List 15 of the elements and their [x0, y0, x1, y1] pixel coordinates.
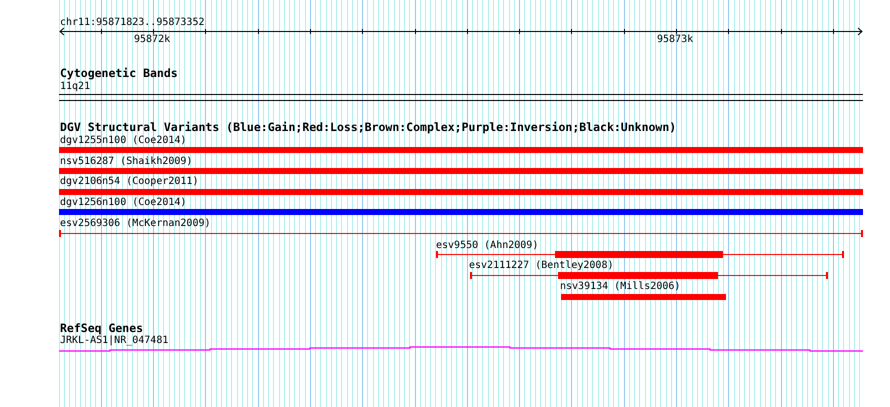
track-title: Cytogenetic Bands	[60, 67, 178, 79]
variant-label: esv9550 (Ahn2009)	[436, 240, 538, 251]
region-coordinates: chr11:95871823..95873352	[60, 17, 204, 28]
variant-label: esv2111227 (Bentley2008)	[469, 260, 614, 271]
gene-label: JRKL-AS1|NR_047481	[60, 335, 168, 346]
variant-label: nsv39134 (Mills2006)	[560, 281, 680, 292]
variant-label: nsv516287 (Shaikh2009)	[60, 156, 192, 167]
variant-label: dgv2106n54 (Cooper2011)	[60, 176, 198, 187]
variant-label: dgv1256n100 (Coe2014)	[60, 197, 186, 208]
variant-label: dgv1255n100 (Coe2014)	[60, 135, 186, 146]
variant-label: esv2569306 (McKernan2009)	[60, 218, 211, 229]
tick-label: 95873k	[657, 34, 694, 45]
track-title: DGV Structural Variants (Blue:Gain;Red:Loss;Brown:Complex;Purple:Inversion;Black:Unknown)	[60, 121, 676, 133]
band-label: 11q21	[60, 81, 90, 92]
tick-label: 95872k	[134, 34, 170, 45]
